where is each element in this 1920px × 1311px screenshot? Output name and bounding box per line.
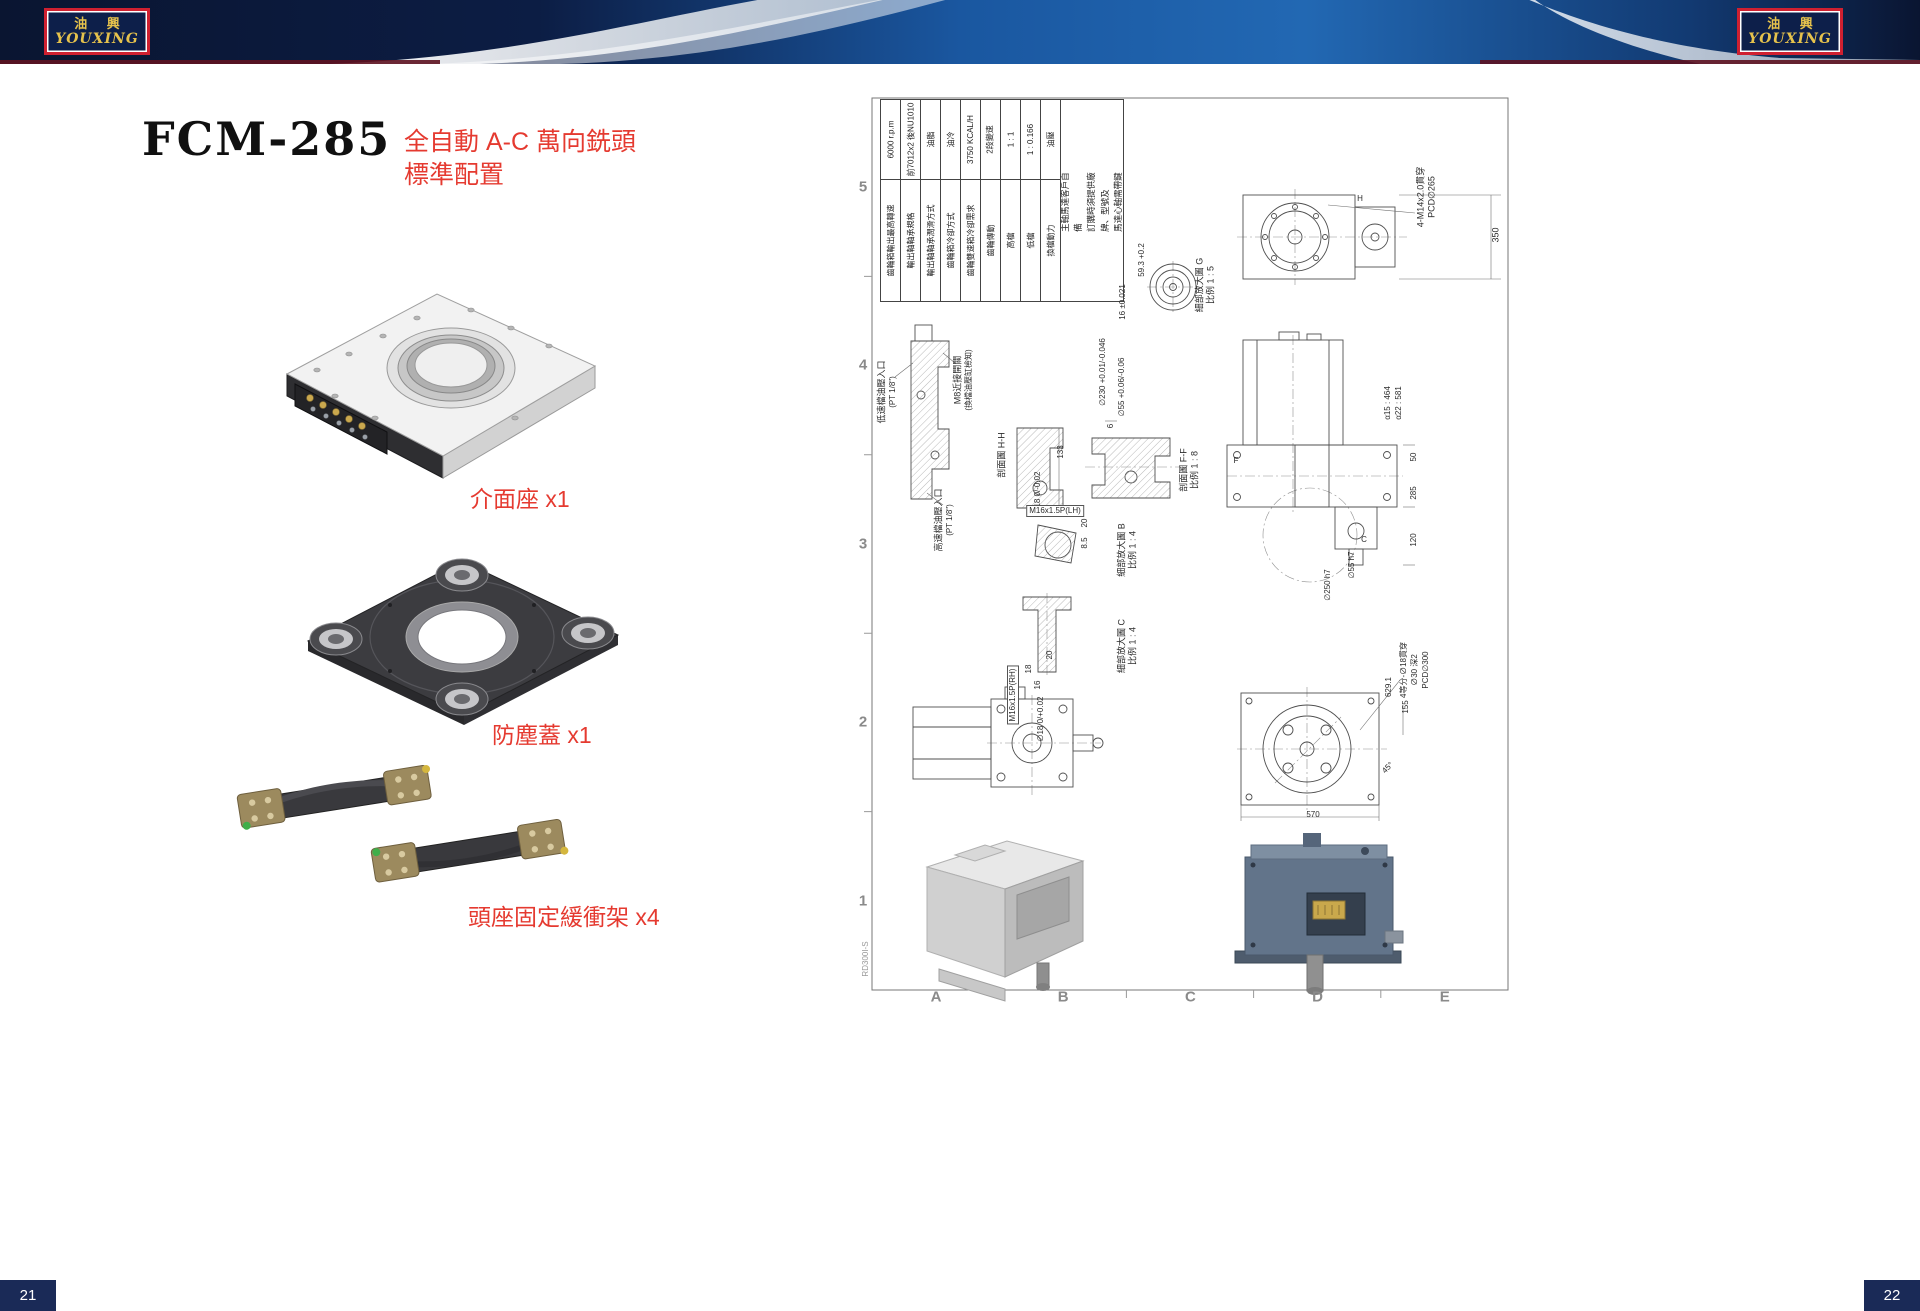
subtitle-line1: 全自動 A-C 萬向銑頭: [404, 128, 636, 156]
render-gearbox-gray: [925, 840, 1085, 1002]
spec-label: 換檔動力: [1046, 224, 1055, 257]
spec-column: 6000 r.p.m 齒輪箱輸出最高轉速: [881, 100, 901, 301]
spec-label: 齒輪傳動: [986, 224, 995, 257]
spec-value: 3750 KCAL/H: [966, 115, 976, 164]
part-image-dust-cover: [290, 543, 635, 738]
spec-label: 齒輪箱輸出最高轉速: [886, 204, 895, 277]
part-label-buffer-brackets: 頭座固定緩衝架 x4: [468, 904, 660, 930]
engineering-drawing: 6000 r.p.m 齒輪箱輸出最高轉速 前7012x2 後NU1010 輸出軸軸承規…: [855, 95, 1510, 1006]
page-number-right: 22: [1864, 1280, 1920, 1311]
spec-value: 6000 r.p.m: [886, 120, 895, 159]
brand-name-chinese: 油 興: [1767, 16, 1821, 31]
banner-art: [0, 0, 1920, 64]
spec-column: 油壓換檔動力: [1041, 100, 1061, 301]
drawing-line-art: [864, 97, 1509, 1002]
spec-column: 1 : 1 高檔: [1001, 100, 1021, 301]
spec-note-text: 主軸馬達客戶自備 訂購時須提供廠牌、型號及 馬達心軸需帶鍵: [1060, 171, 1123, 232]
product-subtitle: 全自動 A-C 萬向銑頭 標準配置: [404, 126, 636, 192]
brand-name-chinese: 油 興: [74, 16, 128, 31]
product-model: FCM-285: [142, 112, 392, 166]
part-label-dust-cover: 防塵蓋 x1: [492, 722, 592, 748]
dust-cover-render: [306, 558, 620, 725]
spec-value: 油壓: [1046, 131, 1055, 148]
spec-value: 油脂: [926, 131, 935, 148]
render-head-unit-blue: [1234, 833, 1404, 995]
header-banner: 油 興 YOUXING 油 興 YOUXING: [0, 0, 1920, 64]
spec-note: 主軸馬達客戶自備 訂購時須提供廠牌、型號及 馬達心軸需帶鍵: [1060, 100, 1123, 301]
spec-value: 1 : 1: [1005, 131, 1015, 148]
spec-label: 高檔: [1006, 232, 1015, 249]
spec-column: 油脂輸出軸軸承潤滑方式: [921, 100, 941, 301]
brand-logo-right: 油 興 YOUXING: [1737, 8, 1843, 55]
spec-label: 齒輪雙速箱冷卻需求: [966, 204, 975, 277]
page-number-left: 21: [0, 1280, 56, 1311]
spec-value: 前7012x2 後NU1010: [906, 102, 916, 177]
spec-value: 2段變速: [986, 125, 996, 154]
part-image-buffer-brackets: [225, 750, 585, 940]
spec-column: 2段變速齒輪傳動: [981, 100, 1001, 301]
brand-logo-left: 油 興 YOUXING: [44, 8, 150, 55]
subtitle-line2: 標準配置: [404, 161, 505, 189]
spec-column: 3750 KCAL/H 齒輪雙速箱冷卻需求: [961, 100, 981, 301]
spec-column: 前7012x2 後NU1010 輸出軸軸承規格: [901, 100, 921, 301]
brand-name-english: YOUXING: [1748, 30, 1832, 47]
part-label-interface-seat: 介面座 x1: [470, 486, 570, 512]
spec-label: 齒輪箱冷卻方式: [946, 212, 955, 269]
spec-value: 1 : 0.166: [1026, 123, 1036, 156]
spec-value: 油冷: [946, 131, 955, 148]
spec-label: 低檔: [1026, 232, 1035, 249]
spec-table: 6000 r.p.m 齒輪箱輸出最高轉速 前7012x2 後NU1010 輸出軸軸承規…: [880, 99, 1124, 302]
brand-name-english: YOUXING: [55, 30, 139, 47]
part-image-interface-seat: [265, 266, 625, 506]
spec-label: 輸出軸軸承潤滑方式: [926, 204, 935, 277]
spec-label: 輸出軸軸承規格: [906, 212, 915, 269]
buffer-brackets-render: [236, 765, 569, 883]
spec-column: 油冷齒輪箱冷卻方式: [941, 100, 961, 301]
interface-seat-render: [285, 293, 597, 479]
spec-column: 1 : 0.166 低檔: [1021, 100, 1041, 301]
